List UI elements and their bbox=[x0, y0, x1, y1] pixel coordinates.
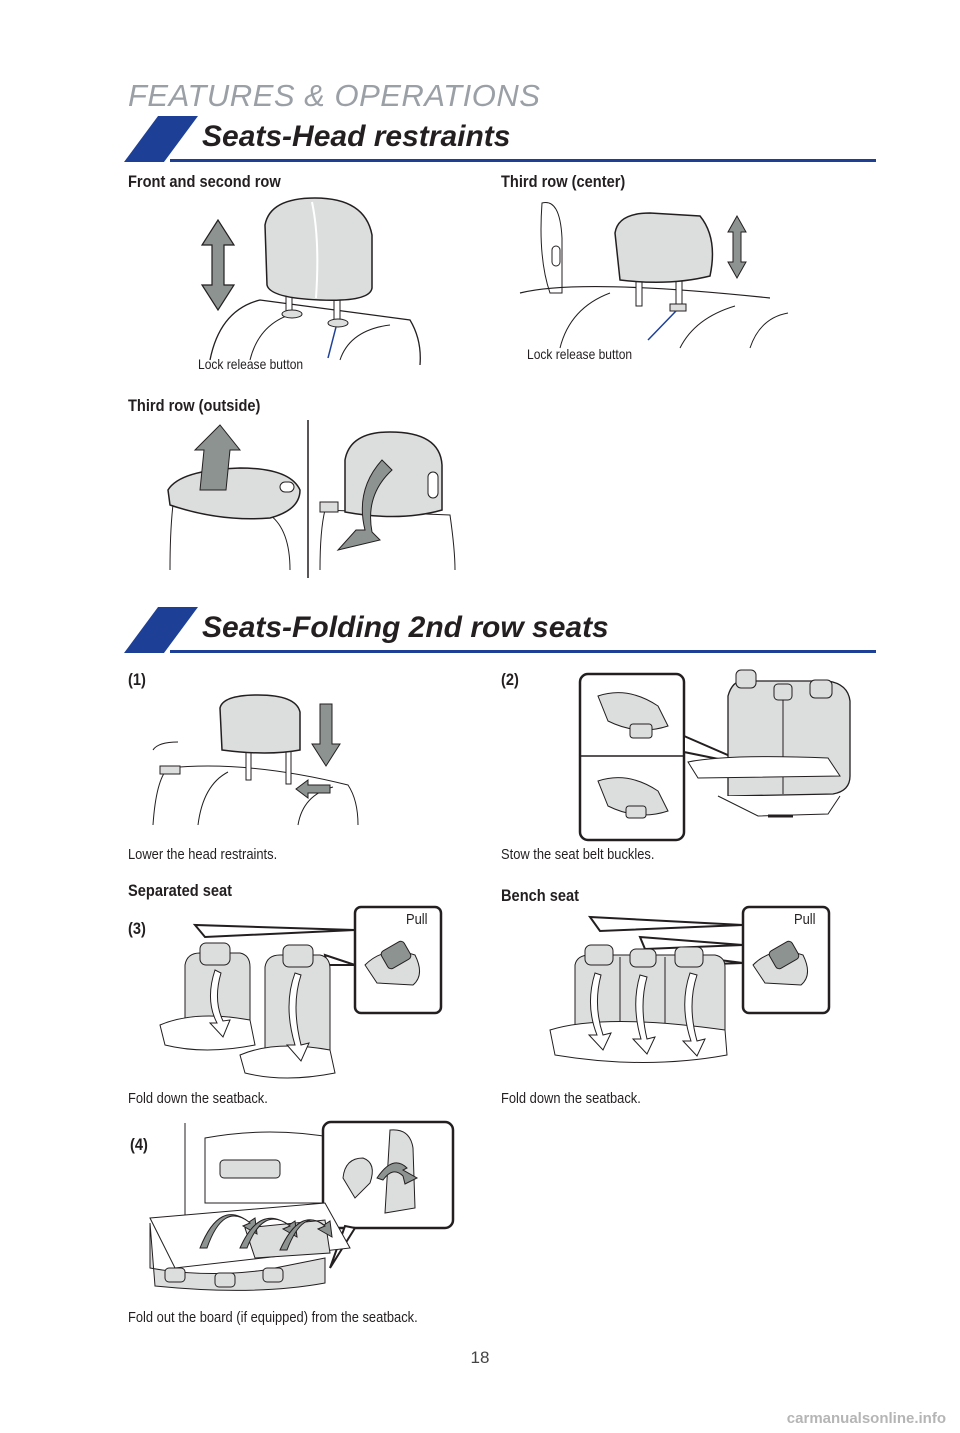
figure-third-row-center bbox=[519, 201, 789, 349]
caption-bench-seat: Fold down the seatback. bbox=[501, 1090, 641, 1107]
step-number-3: (3) bbox=[128, 919, 146, 938]
figure-fold-out-board bbox=[149, 1120, 455, 1291]
section-accent-2 bbox=[124, 607, 198, 653]
caption-step-4: Fold out the board (if equipped) from th… bbox=[128, 1309, 418, 1326]
section-title-bar: Seats-Head restraints bbox=[124, 116, 876, 162]
step-number-2: (2) bbox=[501, 670, 519, 689]
step-number-4: (4) bbox=[130, 1135, 148, 1154]
caption-step-1: Lower the head restraints. bbox=[128, 846, 278, 863]
callout-lock-release-front: Lock release button bbox=[198, 356, 304, 372]
callout-lock-release-center: Lock release button bbox=[527, 346, 633, 362]
label-third-row-outside: Third row (outside) bbox=[128, 396, 261, 415]
label-third-row-center: Third row (center) bbox=[501, 172, 626, 191]
page-header: FEATURES & OPERATIONS bbox=[128, 78, 541, 113]
figure-separated-seat-fold bbox=[159, 905, 443, 1079]
step-number-1: (1) bbox=[128, 670, 146, 689]
section-title-head-restraints: Seats-Head restraints bbox=[202, 120, 511, 153]
label-separated-seat: Separated seat bbox=[128, 881, 233, 900]
section-title-bar-2: Seats-Folding 2nd row seats bbox=[124, 607, 876, 653]
figure-lower-head-restraints bbox=[152, 694, 359, 826]
pull-label-bench: Pull bbox=[794, 911, 816, 928]
section-title-folding-seats: Seats-Folding 2nd row seats bbox=[202, 611, 609, 644]
page-number: 18 bbox=[470, 1348, 490, 1367]
figure-bench-seat-fold bbox=[549, 905, 831, 1063]
pull-label-separated: Pull bbox=[406, 911, 428, 928]
figure-front-second-row bbox=[200, 197, 421, 366]
caption-step-2: Stow the seat belt buckles. bbox=[501, 846, 655, 863]
watermark: carmanualsonline.info bbox=[786, 1410, 946, 1427]
section-accent bbox=[124, 116, 198, 162]
caption-separated-seat: Fold down the seatback. bbox=[128, 1090, 268, 1107]
figure-third-row-outside bbox=[167, 420, 456, 578]
section-underline-2 bbox=[170, 650, 876, 653]
label-bench-seat: Bench seat bbox=[501, 886, 580, 905]
label-front-second-row: Front and second row bbox=[128, 172, 281, 191]
section-underline bbox=[170, 159, 876, 162]
figure-stow-seat-belt-buckles bbox=[578, 669, 851, 842]
